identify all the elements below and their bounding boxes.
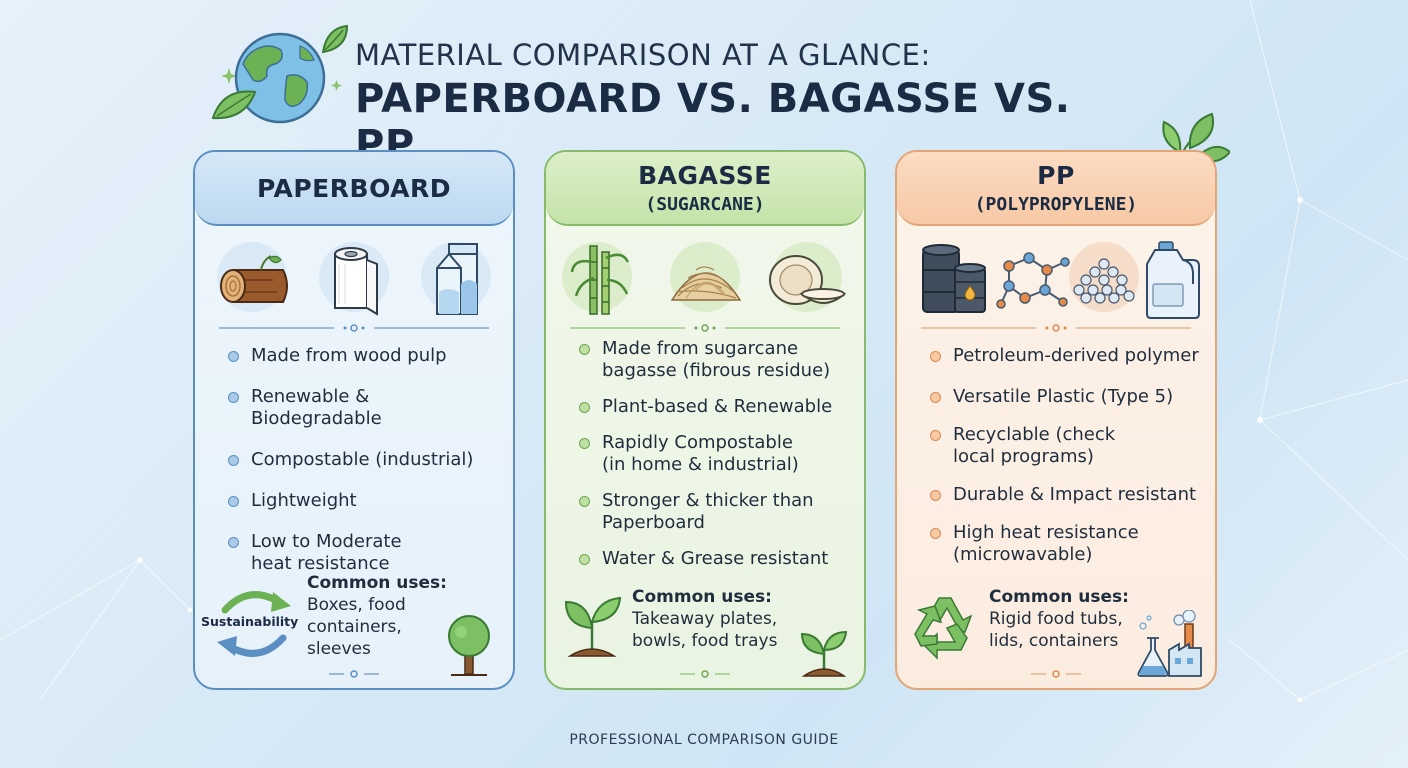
title-line-1: MATERIAL COMPARISON AT A GLANCE: <box>355 38 931 72</box>
sprout-icon <box>564 596 622 657</box>
card-header: BAGASSE (SUGARCANE) <box>546 152 864 226</box>
section-divider <box>921 324 1191 332</box>
card-subtitle: (SUGARCANE) <box>645 194 765 215</box>
milk-carton-icon <box>436 243 478 315</box>
paper-towel-roll-icon <box>334 247 378 316</box>
tree-icon <box>448 615 490 676</box>
feature-item: Rapidly Compostable (in home & industria… <box>576 432 806 476</box>
globe-leaves-icon <box>211 24 349 124</box>
header: MATERIAL COMPARISON AT A GLANCE: PAPERBO… <box>0 0 1408 175</box>
feature-item: Petroleum-derived polymer <box>927 345 1202 367</box>
card-title: PP <box>1037 161 1075 190</box>
feature-item: Plant-based & Renewable <box>576 396 846 418</box>
feature-item: High heat resistance (microwavable) <box>927 522 1142 566</box>
molecule-icon <box>996 252 1070 309</box>
wood-log-icon <box>220 255 288 303</box>
feature-list: Made from sugarcane bagasse (fibrous res… <box>576 338 846 570</box>
card-header: PP (POLYPROPYLENE) <box>897 152 1215 226</box>
section-divider <box>570 324 840 332</box>
common-uses-label: Common uses: <box>307 573 447 593</box>
feature-item: Low to Moderate heat resistance <box>225 531 425 575</box>
feature-list: Petroleum-derived polymer Versatile Plas… <box>927 345 1202 566</box>
common-uses-label: Common uses: <box>989 587 1129 607</box>
lab-factory-icon <box>1137 610 1202 677</box>
material-icons-row <box>195 238 513 324</box>
common-uses-text: Boxes, food containers, sleeves <box>307 595 406 659</box>
common-uses-label: Common uses: <box>632 587 772 607</box>
feature-item: Made from wood pulp <box>225 345 505 367</box>
card-paperboard: PAPERBOARD <box>193 150 515 690</box>
feature-item: Versatile Plastic (Type 5) <box>927 386 1202 408</box>
section-divider <box>219 324 489 332</box>
common-uses-text: Takeaway plates, bowls, food trays <box>632 609 778 651</box>
card-title: BAGASSE <box>638 161 772 190</box>
sustainability-cycle-icon <box>217 591 291 657</box>
feature-item: Lightweight <box>225 490 505 512</box>
common-uses: Common uses: Rigid food tubs, lids, cont… <box>989 586 1149 652</box>
sustainability-label: Sustainability <box>201 614 299 629</box>
feature-list: Made from wood pulp Renewable & Biodegra… <box>225 345 505 575</box>
material-icons-row <box>897 238 1215 324</box>
feature-item: Durable & Impact resistant <box>927 484 1202 506</box>
common-uses-text: Rigid food tubs, lids, containers <box>989 609 1123 651</box>
card-pp: PP (POLYPROPYLENE) <box>895 150 1217 690</box>
title-line-2: PAPERBOARD VS. BAGASSE VS. PP <box>355 76 1071 168</box>
oil-barrel-icon <box>922 244 986 313</box>
material-icons-row <box>546 238 864 324</box>
section-divider <box>329 670 379 678</box>
feature-item: Water & Grease resistant <box>576 548 846 570</box>
fiber-pile-icon <box>670 266 742 301</box>
recycle-icon <box>914 597 973 660</box>
card-subtitle: (POLYPROPYLENE) <box>974 194 1138 215</box>
footer-caption: PROFESSIONAL COMPARISON GUIDE <box>569 732 839 748</box>
seedling-icon <box>800 630 848 677</box>
feature-item: Stronger & thicker than Paperboard <box>576 490 816 534</box>
common-uses: Common uses: Boxes, food containers, sle… <box>307 572 452 660</box>
feature-item: Recyclable (check local programs) <box>927 424 1147 468</box>
section-divider <box>680 670 730 678</box>
card-bagasse: BAGASSE (SUGARCANE) <box>544 150 866 690</box>
sugarcane-icon <box>570 245 630 315</box>
card-header: PAPERBOARD <box>195 152 513 226</box>
plastic-jug-icon <box>1146 241 1200 319</box>
pellets-icon <box>1073 258 1135 304</box>
section-divider <box>1031 670 1081 678</box>
feature-item: Renewable & Biodegradable <box>225 386 505 430</box>
feature-item: Made from sugarcane bagasse (fibrous res… <box>576 338 841 382</box>
feature-item: Compostable (industrial) <box>225 449 505 471</box>
card-title: PAPERBOARD <box>256 173 451 203</box>
common-uses: Common uses: Takeaway plates, bowls, foo… <box>632 586 807 652</box>
plate-bowl-icon <box>769 255 846 305</box>
